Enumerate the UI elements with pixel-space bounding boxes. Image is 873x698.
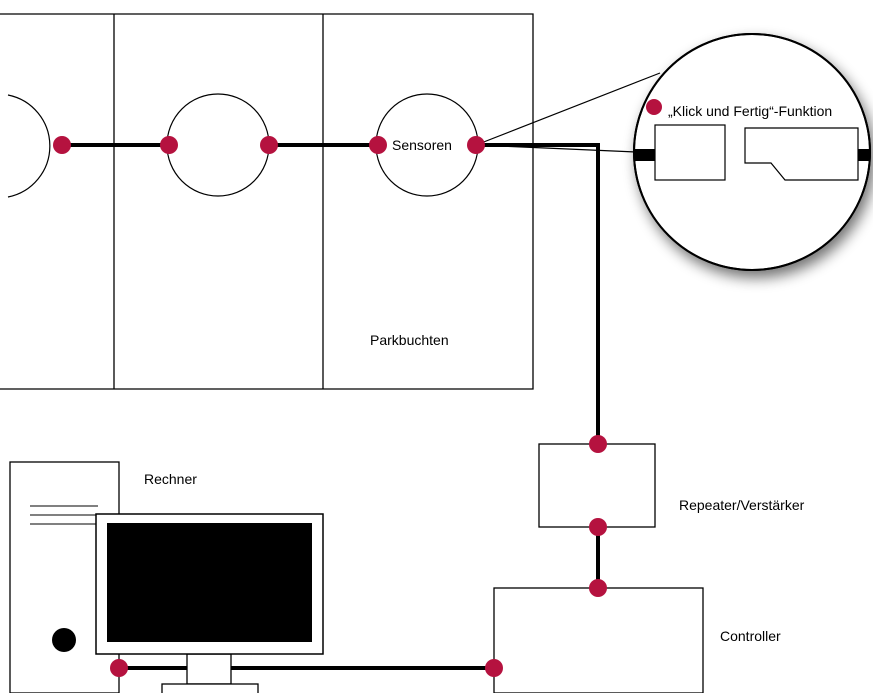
parkbuchten-label: Parkbuchten <box>370 332 449 348</box>
connection-dot <box>160 136 178 154</box>
rechner-label: Rechner <box>144 471 197 487</box>
sensoren-label: Sensoren <box>392 137 452 153</box>
monitor-foot <box>161 683 259 697</box>
connection-dot <box>53 136 71 154</box>
connection-dot <box>467 136 485 154</box>
magnifier: „Klick und Fertig“-Funktion <box>633 33 871 271</box>
connector-plug <box>744 127 859 181</box>
sensor-circle <box>166 93 270 197</box>
connection-dot <box>260 136 278 154</box>
connection-dot <box>589 435 607 453</box>
parking-bays <box>0 13 534 390</box>
monitor-stand <box>186 653 232 685</box>
connector-socket <box>654 124 726 181</box>
repeater-box <box>538 443 656 528</box>
klick-und-fertig-label: „Klick und Fertig“-Funktion <box>668 103 832 119</box>
connection-dot <box>485 659 503 677</box>
cable-to-repeater <box>476 143 600 444</box>
power-button-icon <box>52 628 76 652</box>
magnifier-connector <box>475 144 637 153</box>
controller-box <box>493 587 704 694</box>
controller-label: Controller <box>720 628 781 644</box>
connection-dot <box>589 579 607 597</box>
connection-dot <box>110 659 128 677</box>
computer: Rechner <box>9 461 324 697</box>
parking-lot-outline <box>0 13 534 390</box>
monitor-screen <box>107 523 312 642</box>
legend-dot <box>646 99 662 115</box>
connection-dot <box>369 136 387 154</box>
repeater-label: Repeater/Verstärker <box>679 497 805 513</box>
connection-points <box>53 136 607 677</box>
sensor-circle-partial <box>7 94 51 198</box>
connection-dot <box>589 518 607 536</box>
magnifier-connector <box>475 72 661 146</box>
